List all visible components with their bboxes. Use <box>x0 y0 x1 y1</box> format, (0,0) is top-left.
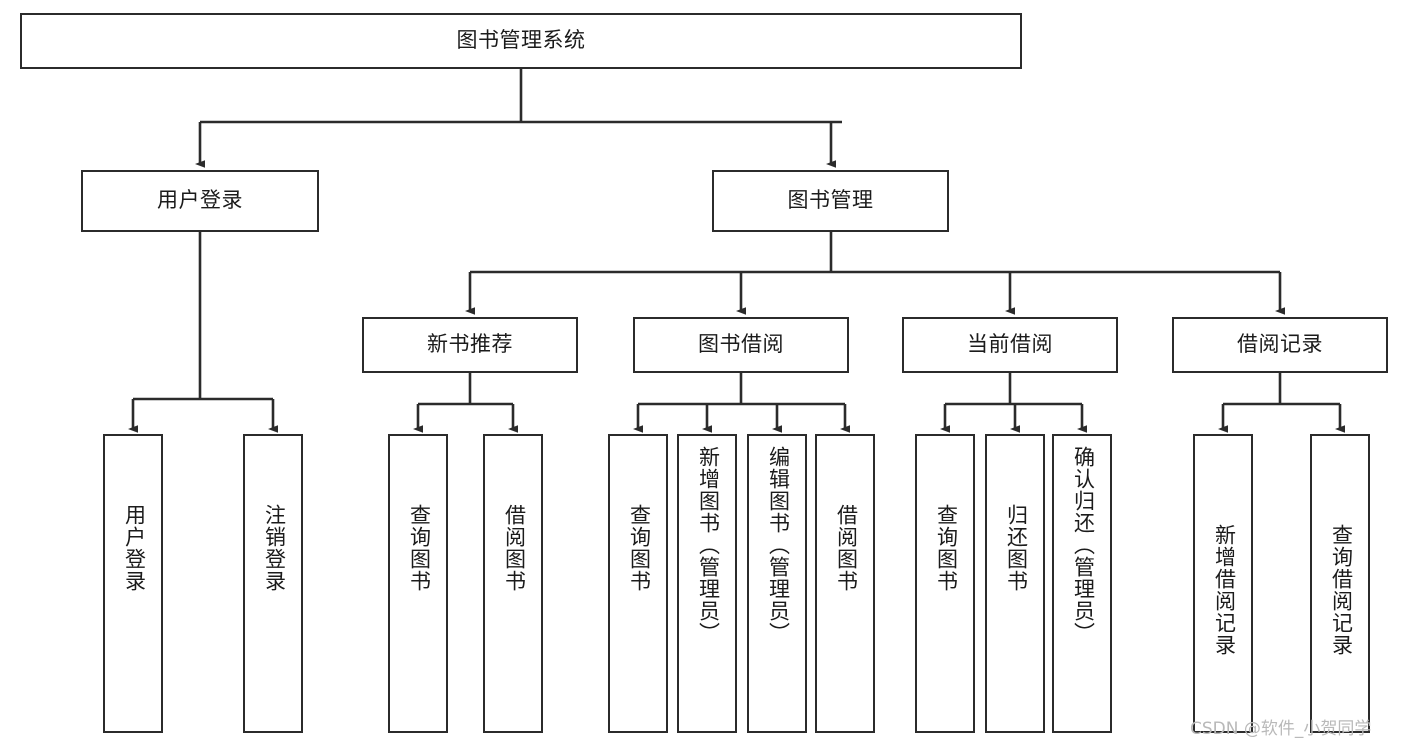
leaf-return-book-label: 归还图书 <box>1004 504 1028 592</box>
node-current-borrow-label: 当前借阅 <box>967 332 1053 356</box>
leaf-query-book-borrow-label: 查询图书 <box>627 504 651 592</box>
leaf-edit-book-admin[interactable]: 编辑图书（管理员） <box>747 434 807 733</box>
node-new-book-recommend[interactable]: 新书推荐 <box>362 317 578 373</box>
node-book-management-label: 图书管理 <box>787 188 874 212</box>
leaf-add-book-admin-label: 新增图书（管理员） <box>696 446 720 644</box>
leaf-user-logout[interactable]: 注销登录 <box>243 434 303 733</box>
leaf-add-book-admin[interactable]: 新增图书（管理员） <box>677 434 737 733</box>
leaf-user-login[interactable]: 用户登录 <box>103 434 163 733</box>
node-user-login[interactable]: 用户登录 <box>81 170 319 232</box>
watermark: CSDN @软件_小贺同学 <box>1190 719 1372 739</box>
leaf-confirm-return-admin-label: 确认归还（管理员） <box>1071 446 1095 644</box>
leaf-query-book-borrow[interactable]: 查询图书 <box>608 434 668 733</box>
leaf-lend-book[interactable]: 借阅图书 <box>815 434 875 733</box>
leaf-borrow-book-newbook[interactable]: 借阅图书 <box>483 434 543 733</box>
node-borrow-record-label: 借阅记录 <box>1237 332 1323 356</box>
node-book-borrow-label: 图书借阅 <box>698 332 784 356</box>
node-new-book-recommend-label: 新书推荐 <box>427 332 513 356</box>
leaf-query-book-newbook[interactable]: 查询图书 <box>388 434 448 733</box>
node-book-borrow[interactable]: 图书借阅 <box>633 317 849 373</box>
leaf-add-borrow-record[interactable]: 新增借阅记录 <box>1193 434 1253 733</box>
leaf-lend-book-label: 借阅图书 <box>834 504 858 592</box>
node-borrow-record[interactable]: 借阅记录 <box>1172 317 1388 373</box>
node-root-label: 图书管理系统 <box>456 28 586 52</box>
leaf-query-borrow-record[interactable]: 查询借阅记录 <box>1310 434 1370 733</box>
leaf-query-borrow-record-label: 查询借阅记录 <box>1329 524 1353 656</box>
leaf-edit-book-admin-label: 编辑图书（管理员） <box>766 446 790 644</box>
leaf-user-login-label: 用户登录 <box>122 504 146 592</box>
leaf-user-logout-label: 注销登录 <box>262 504 286 592</box>
leaf-add-borrow-record-label: 新增借阅记录 <box>1212 524 1236 656</box>
leaf-query-book-newbook-label: 查询图书 <box>407 504 431 592</box>
leaf-query-book-current[interactable]: 查询图书 <box>915 434 975 733</box>
leaf-confirm-return-admin[interactable]: 确认归还（管理员） <box>1052 434 1112 733</box>
node-book-management[interactable]: 图书管理 <box>712 170 949 232</box>
node-user-login-label: 用户登录 <box>157 188 243 212</box>
leaf-return-book[interactable]: 归还图书 <box>985 434 1045 733</box>
node-current-borrow[interactable]: 当前借阅 <box>902 317 1118 373</box>
leaf-query-book-current-label: 查询图书 <box>934 504 958 592</box>
node-root[interactable]: 图书管理系统 <box>20 13 1022 69</box>
leaf-borrow-book-newbook-label: 借阅图书 <box>502 504 526 592</box>
